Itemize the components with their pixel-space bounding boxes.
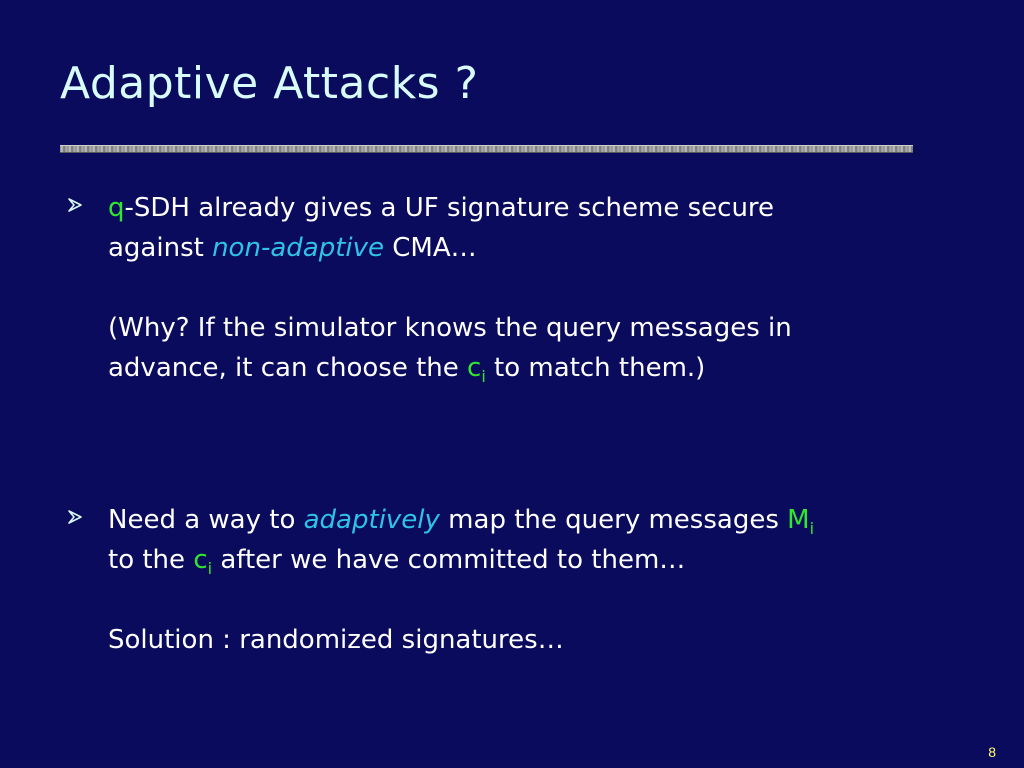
spacer: [108, 580, 988, 620]
bullet-2-line-2: to the ci after we have committed to the…: [108, 540, 988, 580]
spacer: [108, 268, 988, 308]
q-symbol: q: [108, 193, 125, 223]
bullet-2-line-1-pre: Need a way to: [108, 505, 304, 535]
bullet-2-line-1-post: map the query messages: [439, 505, 788, 535]
bullet-2-line-2-pre: to the: [108, 545, 194, 575]
i-subscript: i: [481, 367, 486, 386]
bullet-1-line-2: against non-adaptive CMA…: [108, 228, 988, 268]
M-subscript: i: [809, 519, 815, 538]
non-adaptive-emphasis: non-adaptive: [212, 233, 384, 263]
chevron-arrow-icon: [68, 510, 82, 524]
M-symbol: M: [787, 505, 810, 535]
c-symbol: c: [467, 353, 482, 383]
bullet-1-text: q-SDH already gives a UF signature schem…: [108, 188, 988, 388]
bullet-1-line-2-pre: against: [108, 233, 213, 263]
why-line-2-post: to match them.): [485, 353, 706, 383]
adaptively-emphasis: adaptively: [303, 505, 440, 535]
why-line-2-pre: advance, it can choose the: [108, 353, 468, 383]
bullet-2-line-2-post: after we have committed to them…: [212, 545, 686, 575]
bullet-2-line-1: Need a way to adaptively map the query m…: [108, 500, 988, 540]
bullet-1-line-1-text: -SDH already gives a UF signature scheme…: [124, 193, 775, 223]
chevron-arrow-icon: [68, 198, 82, 212]
c-symbol: c: [193, 545, 208, 575]
solution-line: Solution : randomized signatures…: [108, 625, 564, 655]
slide-title: Adaptive Attacks ?: [60, 58, 479, 109]
bullet-1-why-line-1: (Why? If the simulator knows the query m…: [108, 313, 792, 343]
title-divider: [60, 145, 913, 153]
bullet-1-why-line-2: advance, it can choose the ci to match t…: [108, 348, 988, 388]
bullet-1-line-1: q-SDH already gives a UF signature schem…: [108, 188, 988, 228]
c-subscript: i: [207, 559, 213, 578]
bullet-1-line-2-post: CMA…: [384, 233, 477, 263]
page-number: 8: [988, 744, 996, 760]
bullet-2-text: Need a way to adaptively map the query m…: [108, 500, 988, 660]
